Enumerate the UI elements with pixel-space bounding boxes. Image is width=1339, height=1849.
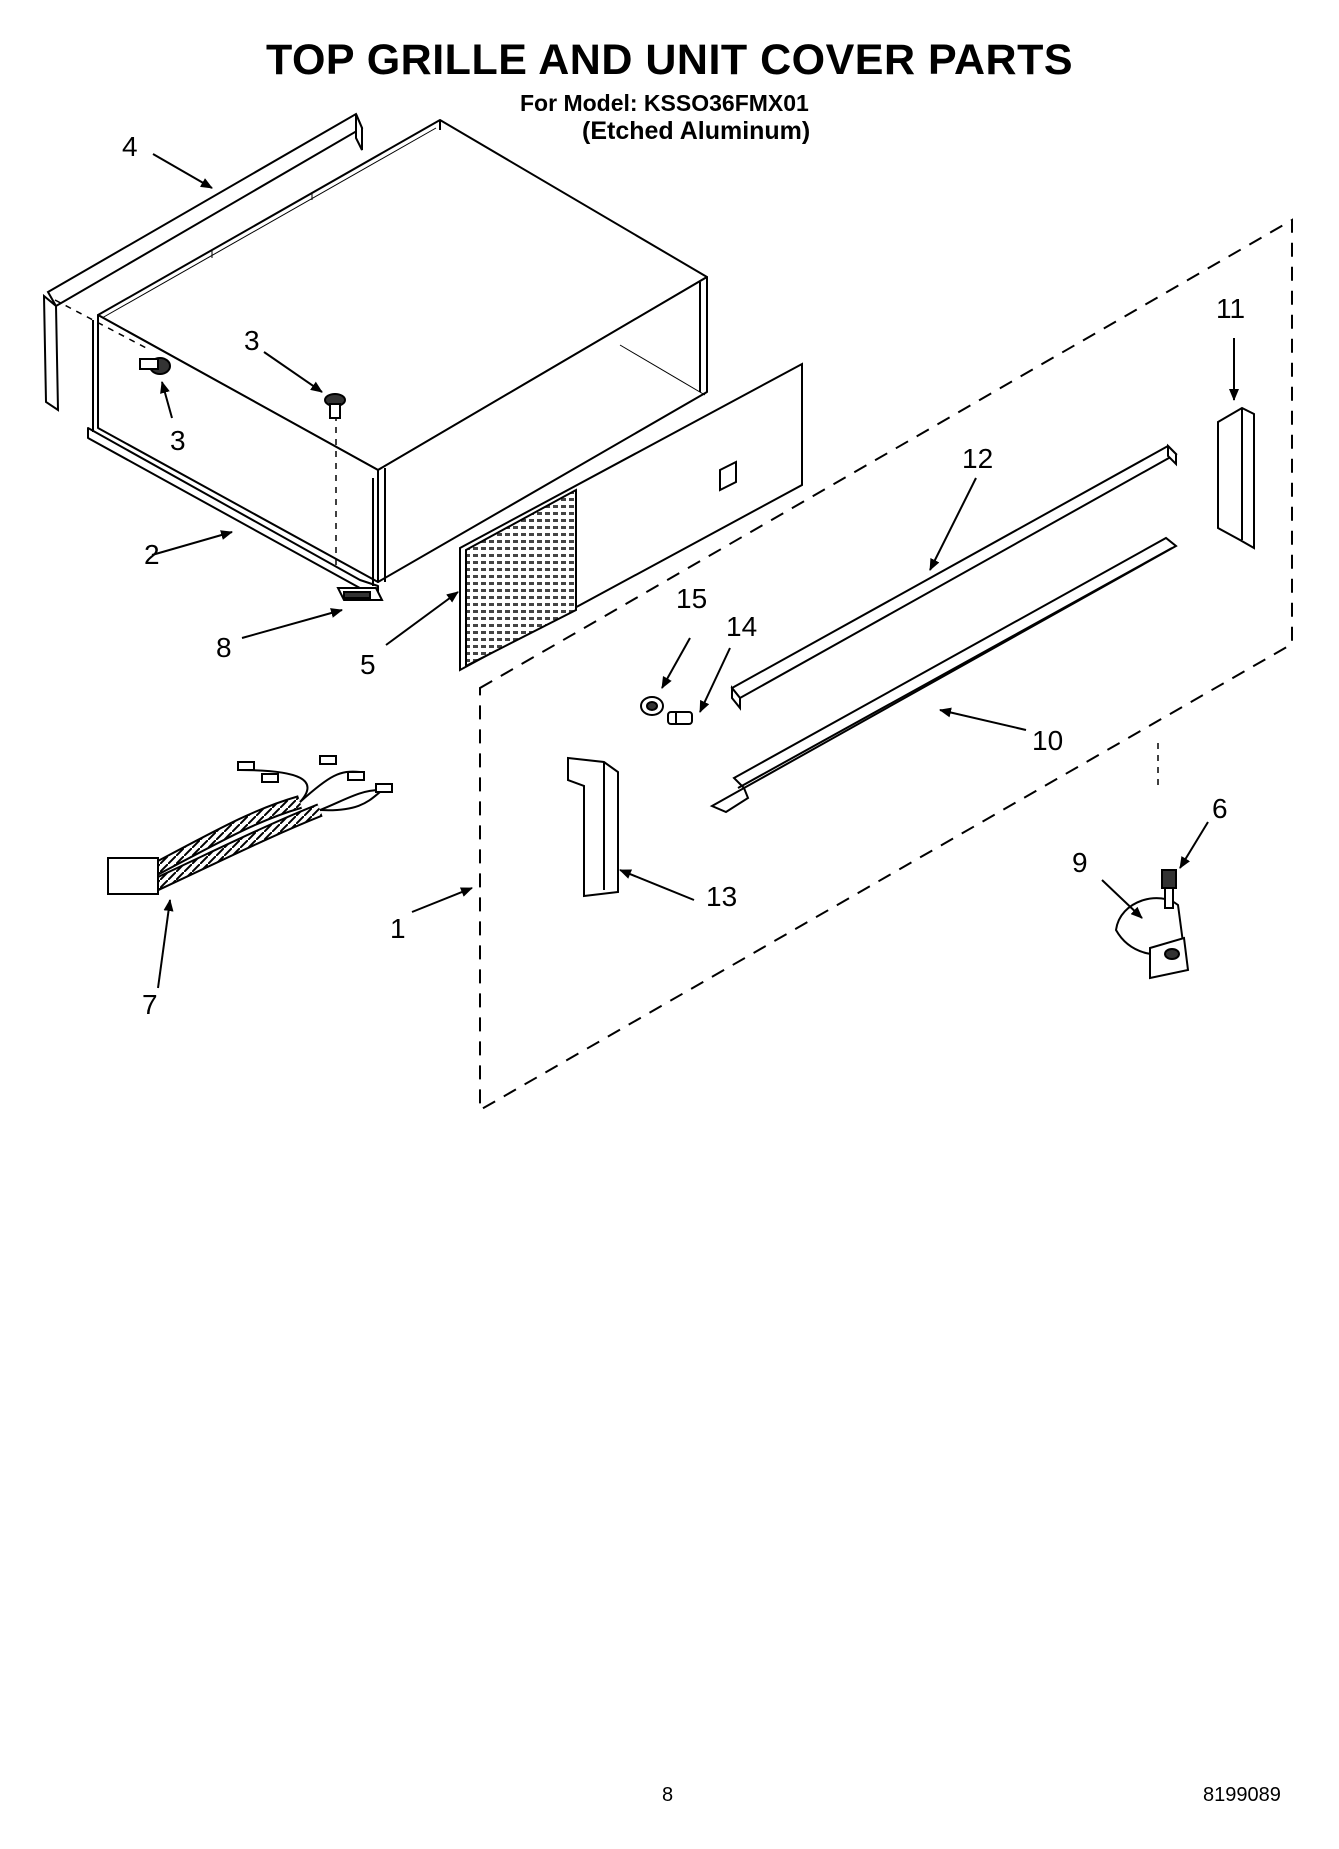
callout-5: 5 (360, 649, 376, 680)
part-8-clip (336, 587, 384, 601)
callout-6: 6 (1212, 793, 1228, 824)
part-2-unit-cover (87, 119, 708, 599)
callout-4: 4 (122, 131, 138, 162)
page-number: 8 (662, 1784, 674, 1806)
callout-3-top: 3 (244, 325, 260, 356)
callout-labels: 4 2 3 3 8 5 7 1 11 12 10 15 14 13 9 6 (122, 131, 1245, 1020)
callout-arrows (151, 153, 1239, 989)
part-12-upper-trim (730, 443, 1178, 711)
part-13-end-cap-left (567, 756, 619, 898)
part-7-wire-harness (107, 755, 393, 895)
part-11-end-cap-right (1217, 406, 1255, 550)
part-4-rear-bracket (42, 112, 364, 412)
model-line: For Model: KSSO36FMX01 (520, 90, 809, 116)
part-10-lower-trim (709, 536, 1178, 814)
part-5-grille-panel (459, 362, 803, 672)
callout-13: 13 (706, 881, 737, 912)
part-9-clamp (1114, 897, 1190, 980)
callout-10: 10 (1032, 725, 1063, 756)
part-1-assembly-outline (479, 218, 1293, 1112)
callout-1: 1 (390, 913, 406, 944)
finish-line: (Etched Aluminum) (582, 117, 811, 145)
part-6-screw (1161, 869, 1177, 909)
part-3-screw-top (324, 393, 346, 419)
part-15-nut (640, 696, 664, 716)
part-3-screw-left (139, 357, 171, 375)
document-number: 8199089 (1203, 1784, 1281, 1806)
callout-7: 7 (142, 989, 158, 1020)
page-title: TOP GRILLE AND UNIT COVER PARTS (265, 36, 1074, 84)
part-14-pin (667, 711, 693, 725)
callout-12: 12 (962, 443, 993, 474)
callout-14: 14 (726, 611, 757, 642)
callout-8: 8 (216, 632, 232, 663)
callout-15: 15 (676, 583, 707, 614)
callout-9: 9 (1072, 847, 1088, 878)
alignment-guides (54, 299, 1159, 790)
callout-2: 2 (144, 539, 160, 570)
callout-11: 11 (1216, 293, 1245, 324)
callout-3-left: 3 (170, 425, 186, 456)
